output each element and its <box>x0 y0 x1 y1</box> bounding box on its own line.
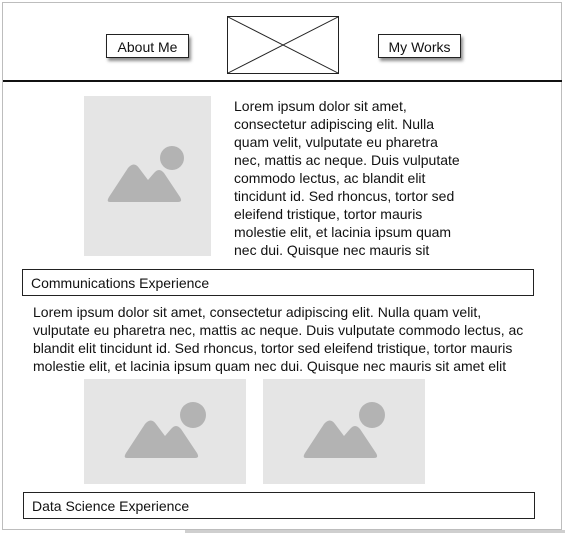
image-placeholder-icon <box>303 401 385 458</box>
intro-paragraph: Lorem ipsum dolor sit amet, consectetur … <box>234 98 460 258</box>
image-placeholder-icon <box>107 146 184 202</box>
scroll-edge <box>185 530 565 533</box>
header-divider <box>3 80 562 82</box>
communications-experience-header[interactable]: Communications Experience <box>22 269 534 296</box>
data-science-experience-header[interactable]: Data Science Experience <box>23 492 535 519</box>
image-placeholder-icon <box>124 401 206 458</box>
logo-placeholder[interactable] <box>227 16 339 74</box>
my-works-button[interactable]: My Works <box>378 34 461 58</box>
intro-image <box>84 96 211 256</box>
gallery-image-2 <box>263 379 425 484</box>
gallery-image-1 <box>84 379 246 484</box>
about-me-button[interactable]: About Me <box>106 34 189 58</box>
communications-paragraph: Lorem ipsum dolor sit amet, consectetur … <box>33 304 524 374</box>
